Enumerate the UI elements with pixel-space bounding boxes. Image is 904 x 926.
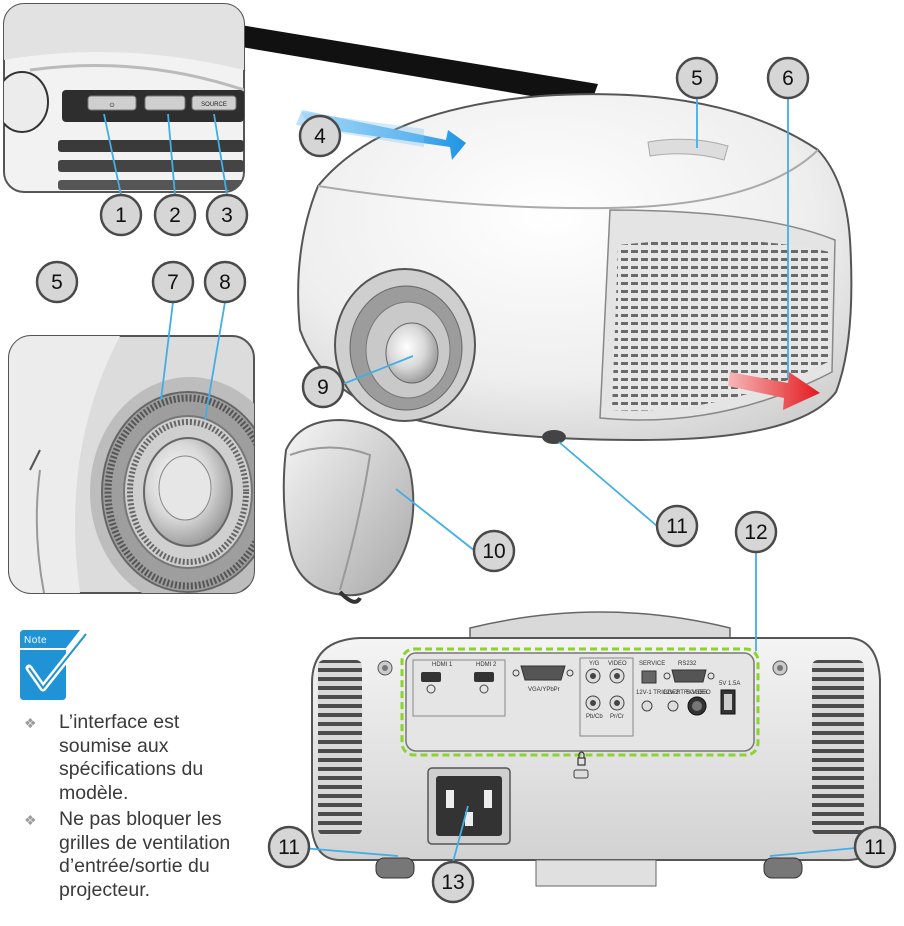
control-panel-inset: ⏻ SOURCE <box>3 3 598 193</box>
svg-text:11: 11 <box>278 836 300 859</box>
note-item-text: L’interface est soumise aux spécificatio… <box>59 711 204 804</box>
ir-receiver-top <box>647 138 729 161</box>
rs232-port[interactable] <box>671 669 707 683</box>
callout-5-inset: 5 <box>35 260 79 304</box>
callout-11-rear-right: 11 <box>853 825 897 869</box>
power-icon: ⏻ <box>110 102 115 109</box>
pbcb-label: Pb/Cb <box>586 714 603 720</box>
trigger2-port[interactable] <box>667 700 679 712</box>
trigger1-port[interactable] <box>641 700 653 712</box>
zoom-ring[interactable] <box>104 394 268 590</box>
svg-text:1: 1 <box>115 204 127 227</box>
air-intake-arrow <box>296 110 466 160</box>
trigger2-label: 12V-2 TRIGGER <box>663 690 708 696</box>
vga-port[interactable] <box>520 665 566 681</box>
service-label: SERVICE <box>639 661 665 667</box>
svideo-label: S-VIDEO <box>686 690 711 696</box>
focus-ring[interactable] <box>127 419 249 565</box>
exhaust-vent-grille <box>612 239 830 411</box>
note-item: ❖ L’interface est soumise aux spécificat… <box>22 711 247 805</box>
note-badge-label: Note <box>24 635 47 646</box>
yg-label: Y/G <box>589 661 600 667</box>
svg-text:9: 9 <box>317 376 329 399</box>
security-slot[interactable] <box>573 769 589 779</box>
svg-text:3: 3 <box>221 204 233 227</box>
hdmi2-label: HDMI 2 <box>476 662 497 668</box>
power-button[interactable] <box>87 95 137 111</box>
callout-3: 3 <box>205 193 249 237</box>
lens-ring-inset <box>8 335 268 594</box>
power-socket[interactable] <box>436 776 502 836</box>
service-port[interactable] <box>641 670 657 684</box>
note-panel: ❖ L’interface est soumise aux spécificat… <box>22 711 247 905</box>
video-label: VIDEO <box>608 661 627 667</box>
prcr-label: Pr/Cr <box>610 714 624 720</box>
checkmark-note-icon: Note <box>20 630 90 700</box>
diamond-bullet-icon: ❖ <box>24 812 37 828</box>
trigger1-label: 12V-1 TRIGGER <box>636 690 681 696</box>
source-button-label: SOURCE <box>201 102 227 108</box>
callout-9: 9 <box>301 365 345 409</box>
projector-rear-view: HDMI 1 HDMI 2 VGA/YPbPr Y/G VIDEO Pb/Cb … <box>311 611 881 887</box>
svg-text:11: 11 <box>666 515 688 538</box>
svg-text:6: 6 <box>782 67 794 90</box>
source-button[interactable] <box>191 95 237 111</box>
leader-lines <box>103 98 857 863</box>
rs232-label: RS232 <box>678 661 697 667</box>
svg-text:12: 12 <box>744 521 767 544</box>
svg-text:8: 8 <box>219 271 231 294</box>
usb-label: 5V 1.5A <box>719 681 740 687</box>
io-highlight-box <box>400 647 760 757</box>
callout-10: 10 <box>472 529 516 573</box>
air-exhaust-arrow <box>728 372 820 410</box>
io-panel: HDMI 1 HDMI 2 VGA/YPbPr Y/G VIDEO Pb/Cb … <box>400 647 760 757</box>
inset-pointer <box>200 20 598 106</box>
kensington-lock-icon <box>577 751 586 766</box>
hdmi2-port[interactable] <box>474 672 494 682</box>
diamond-bullet-icon: ❖ <box>24 715 37 731</box>
note-item-text: Ne pas bloquer les grilles de ventilatio… <box>59 808 231 901</box>
callout-11-rear-left: 11 <box>267 825 311 869</box>
callout-12: 12 <box>734 510 778 554</box>
callout-1: 1 <box>99 193 143 237</box>
front-foot <box>542 430 566 444</box>
callout-7: 7 <box>151 260 195 304</box>
rear-left-vent <box>318 660 362 835</box>
svg-text:10: 10 <box>482 540 505 563</box>
hdmi1-label: HDMI 1 <box>432 662 453 668</box>
note-item: ❖ Ne pas bloquer les grilles de ventilat… <box>22 808 247 902</box>
svg-text:5: 5 <box>51 271 63 294</box>
vga-label: VGA/YPbPr <box>528 687 560 693</box>
svg-text:5: 5 <box>691 67 703 90</box>
svg-text:4: 4 <box>314 125 326 148</box>
callout-badges: 1 2 3 4 5 6 5 7 8 9 10 11 12 11 11 13 <box>35 56 897 904</box>
svg-text:11: 11 <box>864 836 886 859</box>
callout-13: 13 <box>431 860 475 904</box>
callout-11-front: 11 <box>655 504 699 548</box>
menu-button[interactable] <box>144 95 186 111</box>
svg-text:2: 2 <box>169 204 181 227</box>
callout-6: 6 <box>766 56 810 100</box>
projector-front-view <box>297 93 853 444</box>
svg-text:13: 13 <box>441 871 464 894</box>
callout-8: 8 <box>203 260 247 304</box>
callout-5-top: 5 <box>675 56 719 100</box>
callout-2: 2 <box>153 193 197 237</box>
svg-text:7: 7 <box>167 271 179 294</box>
callout-4: 4 <box>298 114 342 158</box>
lens-cap <box>282 418 415 604</box>
rear-right-vent <box>812 660 864 835</box>
projection-lens <box>385 322 439 384</box>
note-list: ❖ L’interface est soumise aux spécificat… <box>22 711 247 902</box>
hdmi1-port[interactable] <box>421 672 441 682</box>
